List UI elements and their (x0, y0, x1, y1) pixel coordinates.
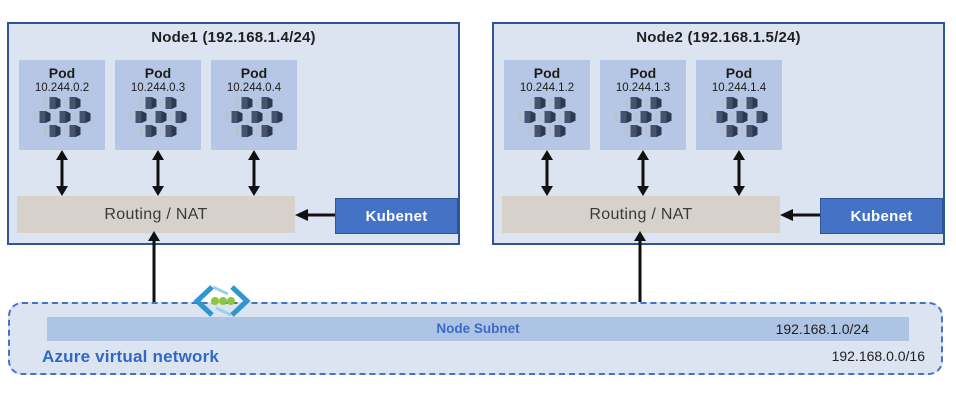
pod-box: Pod 10.244.0.2 (19, 60, 105, 150)
kubenet-box: Kubenet (820, 198, 943, 234)
kubenet-label: Kubenet (850, 207, 913, 225)
pod-box: Pod 10.244.0.3 (115, 60, 201, 150)
pod-routing-double-arrow-icon (636, 150, 650, 196)
pod-ip: 10.244.0.4 (226, 82, 282, 94)
pod-ip: 10.244.1.3 (615, 82, 671, 94)
pod-containers-icon (129, 97, 187, 137)
pod-label: Pod (144, 65, 172, 81)
virtual-network-cidr: 192.168.0.0/16 (831, 348, 925, 364)
node1-title: Node1 (192.168.1.4/24) (151, 29, 316, 46)
pod-label: Pod (240, 65, 268, 81)
kubenet-box: Kubenet (335, 198, 458, 234)
pod-routing-double-arrow-icon (55, 150, 69, 196)
node-subnet-label: Node Subnet (436, 321, 520, 336)
pod-label: Pod (629, 65, 657, 81)
routing-nat-label: Routing / NAT (589, 205, 693, 223)
pod-label: Pod (48, 65, 76, 81)
kubenet-to-routing-arrow-icon (295, 208, 335, 222)
pod-box: Pod 10.244.1.4 (696, 60, 782, 150)
pod-containers-icon (518, 97, 576, 137)
pod-box: Pod 10.244.1.2 (504, 60, 590, 150)
virtual-network-icon (193, 285, 251, 317)
pod-label: Pod (725, 65, 753, 81)
pod-ip: 10.244.0.2 (34, 82, 90, 94)
routing-nat-bar: Routing / NAT (17, 196, 295, 233)
node1-box: Node1 (192.168.1.4/24) Pod 10.244.0.2 Po… (7, 22, 460, 245)
routing-nat-bar: Routing / NAT (502, 196, 780, 233)
node2-title: Node2 (192.168.1.5/24) (636, 29, 801, 46)
pod-routing-double-arrow-icon (732, 150, 746, 196)
azure-virtual-network-box: Node Subnet 192.168.1.0/24 Azure virtual… (8, 302, 943, 375)
azure-virtual-network-label: Azure virtual network (42, 347, 220, 366)
node-subnet-bar: Node Subnet 192.168.1.0/24 (47, 317, 909, 341)
kubenet-to-routing-arrow-icon (780, 208, 820, 222)
pod-containers-icon (614, 97, 672, 137)
node-subnet-cidr: 192.168.1.0/24 (775, 321, 869, 337)
pod-routing-double-arrow-icon (247, 150, 261, 196)
pod-box: Pod 10.244.1.3 (600, 60, 686, 150)
pod-routing-double-arrow-icon (540, 150, 554, 196)
pod-containers-icon (225, 97, 283, 137)
pod-ip: 10.244.0.3 (130, 82, 186, 94)
pod-ip: 10.244.1.2 (519, 82, 575, 94)
pod-ip: 10.244.1.4 (711, 82, 767, 94)
pod-containers-icon (710, 97, 768, 137)
pod-box: Pod 10.244.0.4 (211, 60, 297, 150)
pod-routing-double-arrow-icon (151, 150, 165, 196)
pod-containers-icon (33, 97, 91, 137)
kubenet-label: Kubenet (365, 207, 428, 225)
node2-box: Node2 (192.168.1.5/24) Pod 10.244.1.2 Po… (492, 22, 945, 245)
pod-label: Pod (533, 65, 561, 81)
routing-nat-label: Routing / NAT (104, 205, 208, 223)
